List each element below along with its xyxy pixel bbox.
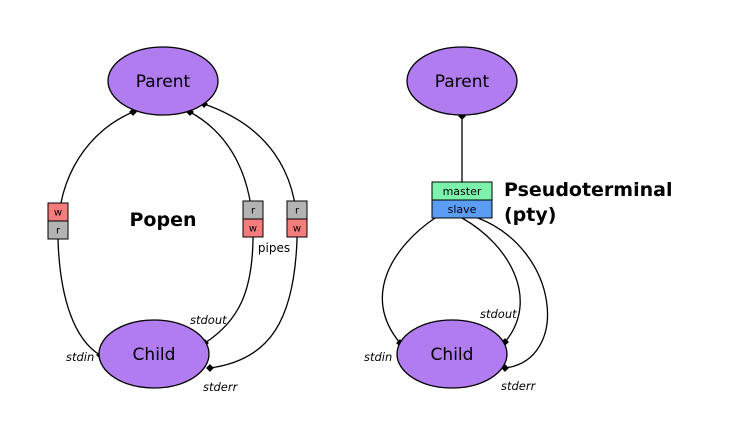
node-label: Parent [136, 72, 191, 92]
node-label: Child [133, 345, 176, 365]
pty-stderr-label: stderr [501, 379, 537, 393]
popen-parent-node: Parent [107, 46, 219, 116]
pipes-label: pipes [258, 241, 290, 255]
pty-stdin-edge [381, 217, 436, 347]
popen-stdin-edge [57, 108, 137, 359]
pty-stderr-edge [477, 217, 549, 372]
pty-title-line2: (pty) [504, 204, 556, 226]
popen-stdout-pipe: r w [242, 200, 264, 238]
pty-title-line1: Pseudoterminal [504, 179, 672, 201]
pty-stdout-edge [461, 217, 521, 346]
pipe-read-label: r [56, 226, 61, 237]
popen-stdout-edge [186, 108, 254, 347]
pipe-write-label: w [54, 208, 62, 219]
pty-parent-node: Parent [406, 46, 518, 116]
popen-stderr-pipe: r w [286, 200, 308, 238]
pipe-read-label: r [295, 206, 300, 217]
popen-stdin-label: stdin [66, 350, 94, 364]
popen-title: Popen [130, 209, 197, 231]
pty-stdin-label: stdin [364, 350, 392, 364]
node-label: Child [431, 345, 474, 365]
pty-slave-box: slave [431, 199, 493, 219]
popen-stdout-label: stdout [190, 313, 227, 327]
pipe-write-label: w [249, 224, 257, 235]
pipe-read-label: r [251, 206, 256, 217]
popen-stderr-edge [200, 100, 298, 372]
popen-child-node: Child [98, 319, 210, 389]
slave-label: slave [448, 203, 477, 216]
pty-stdout-label: stdout [480, 307, 517, 321]
pty-child-node: Child [396, 319, 508, 389]
master-label: master [443, 185, 482, 198]
popen-stderr-label: stderr [203, 380, 239, 394]
node-label: Parent [435, 72, 490, 92]
popen-stdin-pipe: w r [47, 202, 69, 240]
pty-master-box: master [431, 181, 493, 201]
pipe-write-label: w [293, 224, 301, 235]
